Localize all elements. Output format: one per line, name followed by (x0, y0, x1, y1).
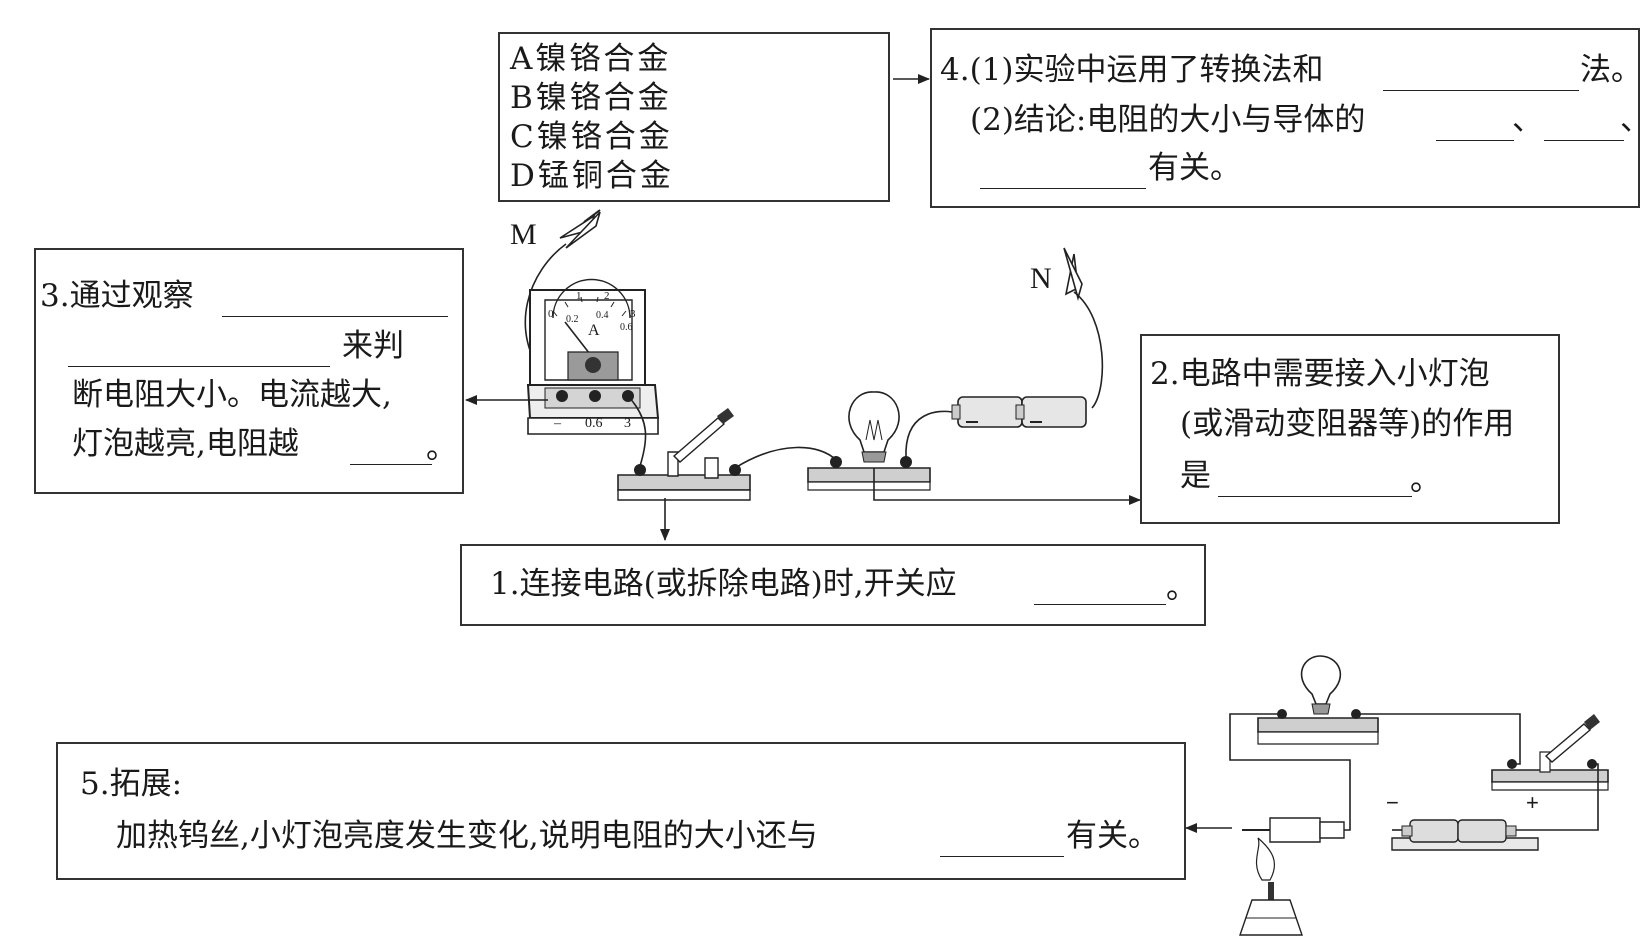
box-4 (930, 28, 1640, 208)
battery-minus-sign: − (1386, 790, 1399, 815)
box-2 (1140, 334, 1560, 524)
box4-line3: 有关。 (1148, 150, 1241, 186)
box4-blank-2[interactable] (1436, 140, 1514, 141)
ammeter-scale-top-0: 0 (548, 308, 554, 320)
box4-blank-1[interactable] (1383, 90, 1579, 91)
box2-line3-b: 。 (1410, 462, 1441, 498)
extension-circuit (1185, 655, 1609, 936)
box-1 (460, 544, 1206, 626)
box4-sep-2: 、 (1620, 102, 1650, 138)
box1-text-b: 。 (1166, 570, 1197, 606)
ammeter-icon (526, 278, 660, 435)
ammeter-scale-bottom-1: 0.2 (566, 314, 579, 325)
box4-blank-3[interactable] (1544, 140, 1624, 141)
box4-blank-4[interactable] (980, 188, 1146, 189)
lamp-icon (807, 391, 931, 491)
clip-n-label: N (1030, 262, 1052, 295)
material-b-label: B镍铬合金 (510, 80, 672, 116)
clip-n-icon (1063, 247, 1104, 409)
box2-blank-1[interactable] (1218, 496, 1412, 497)
box3-line4-a: 灯泡越亮,电阻越 (72, 426, 299, 462)
material-a-label: A镍铬合金 (510, 41, 672, 77)
box1-text-a: 1.连接电路(或拆除电路)时,开关应 (490, 566, 957, 602)
box4-sep-1: 、 (1512, 102, 1543, 138)
box5-title: 5.拓展: (80, 766, 183, 802)
box3-blank-3[interactable] (350, 464, 432, 465)
box3-line2: 来判 (342, 328, 404, 364)
ammeter-terminal-3: 3 (624, 416, 631, 431)
box1-blank-1[interactable] (1034, 604, 1166, 605)
box-5 (56, 742, 1186, 880)
ammeter-terminal-minus: – (554, 416, 561, 431)
ammeter-scale-bottom-2: 0.4 (596, 310, 609, 321)
ammeter-scale-top-3: 3 (630, 308, 636, 320)
box2-line2: (或滑动变阻器等)的作用 (1180, 406, 1515, 442)
box3-line3: 断电阻大小。电流越大, (72, 377, 392, 413)
ammeter-scale-top-1: 1 (576, 290, 582, 302)
box4-line1-b: 法。 (1580, 52, 1642, 88)
box2-line3-a: 是 (1180, 458, 1211, 494)
materials-box (498, 32, 890, 202)
battery-icon (951, 396, 1087, 428)
ammeter-scale-top-2: 2 (604, 290, 610, 302)
box5-blank-1[interactable] (940, 856, 1064, 857)
material-d-label: D锰铜合金 (510, 158, 674, 194)
battery-plus-sign: + (1526, 790, 1539, 815)
box-3 (34, 248, 464, 494)
box2-line1: 2.电路中需要接入小灯泡 (1150, 356, 1490, 392)
box3-line4-b: 。 (426, 430, 457, 466)
box3-line1: 3.通过观察 (40, 278, 194, 314)
box4-line1-a: 4.(1)实验中运用了转换法和 (940, 52, 1324, 88)
box5-text-b: 有关。 (1066, 818, 1159, 854)
ammeter-unit: A (588, 322, 600, 339)
switch-icon (617, 408, 751, 501)
circuit-wires (627, 395, 953, 469)
ammeter-terminal-06: 0.6 (585, 416, 603, 431)
box4-line2: (2)结论:电阻的大小与导体的 (970, 102, 1366, 138)
box3-blank-1[interactable] (222, 316, 448, 317)
clip-m-label: M (510, 218, 537, 251)
box5-text-a: 加热钨丝,小灯泡亮度发生变化,说明电阻的大小还与 (116, 818, 818, 854)
callout-arrows (465, 395, 1141, 541)
ammeter-scale-bottom-3: 0.6 (620, 322, 633, 333)
material-c-label: C镍铬合金 (510, 119, 673, 155)
box3-blank-2[interactable] (68, 366, 330, 367)
